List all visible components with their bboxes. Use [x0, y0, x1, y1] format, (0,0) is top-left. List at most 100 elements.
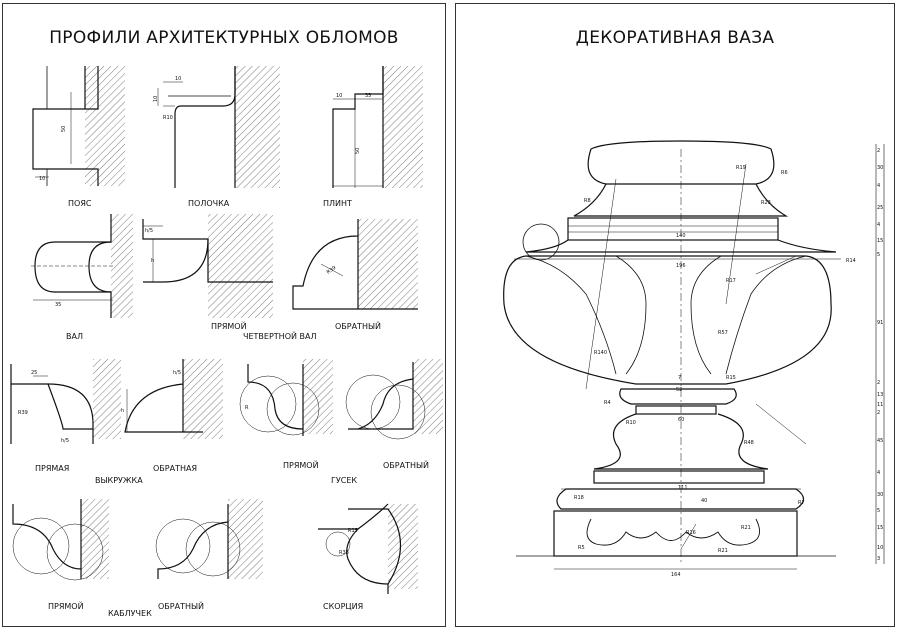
- svg-text:50: 50: [355, 148, 361, 154]
- svg-text:R23: R23: [761, 200, 771, 206]
- svg-text:30: 30: [877, 492, 883, 498]
- svg-text:R15: R15: [348, 528, 358, 534]
- ogee-direct-profile: [12, 499, 109, 581]
- svg-text:4: 4: [877, 183, 880, 189]
- svg-text:10: 10: [153, 96, 159, 102]
- svg-text:4: 4: [877, 222, 880, 228]
- scotia-profile: [318, 503, 418, 594]
- svg-text:R10: R10: [163, 115, 173, 121]
- svg-text:15: 15: [877, 525, 883, 531]
- svg-text:50: 50: [61, 126, 67, 132]
- svg-text:45: 45: [877, 438, 883, 444]
- svg-text:R5: R5: [578, 545, 585, 551]
- side-dimensions: 2 30 4 25 4 15 5 91 2 13 11 2 45 4 30 5 …: [877, 148, 883, 562]
- svg-text:h/5: h/5: [145, 228, 153, 234]
- label-cyma-group: ГУСЕК: [331, 476, 358, 485]
- label-cavetto-group: ВЫКРУЖКА: [95, 476, 143, 485]
- svg-text:10: 10: [175, 76, 181, 82]
- svg-text:h: h: [151, 258, 154, 264]
- svg-text:4: 4: [877, 470, 880, 476]
- svg-text:140: 140: [676, 233, 686, 239]
- svg-text:2: 2: [877, 148, 880, 154]
- svg-text:R39: R39: [326, 265, 338, 276]
- cavetto-reverse-profile: [124, 359, 223, 439]
- svg-text:R: R: [245, 405, 249, 411]
- svg-text:30: 30: [877, 165, 883, 171]
- svg-text:5: 5: [877, 252, 880, 258]
- torus-profile: [31, 214, 133, 318]
- svg-text:R18: R18: [574, 495, 584, 501]
- moldings-drawing: 50 10 10 10 R10 10 35 50 35 h h/5 R39 25…: [10, 66, 443, 594]
- svg-text:35: 35: [55, 302, 61, 308]
- svg-text:R57: R57: [718, 330, 728, 336]
- svg-text:R7: R7: [798, 500, 805, 506]
- svg-text:R16: R16: [686, 530, 696, 536]
- svg-text:2: 2: [877, 410, 880, 416]
- label-scotia: СКОРЦИЯ: [323, 602, 364, 611]
- label-ogee-reverse: ОБРАТНЫЙ: [158, 602, 205, 611]
- svg-text:15: 15: [877, 238, 883, 244]
- label-cavetto-reverse: ОБРАТНАЯ: [153, 464, 198, 473]
- label-shelf: ПОЛОЧКА: [188, 199, 230, 208]
- plinth-profile: [332, 66, 423, 188]
- svg-text:10: 10: [877, 545, 883, 551]
- right-sheet-title: ДЕКОРАТИВНАЯ ВАЗА: [575, 28, 775, 48]
- svg-text:13: 13: [877, 392, 883, 398]
- label-quarter-round-reverse: ОБРАТНЫЙ: [335, 322, 382, 331]
- svg-text:R21: R21: [718, 548, 728, 554]
- svg-text:h/5: h/5: [173, 370, 181, 376]
- svg-text:R17: R17: [726, 278, 736, 284]
- label-cyma-direct: ПРЯМОЙ: [283, 461, 319, 470]
- vase-drawing: 140 196 52 60 111 40 164 7 R19 R6 R23 R8…: [503, 140, 885, 578]
- svg-text:10: 10: [39, 176, 45, 182]
- svg-text:R6: R6: [781, 170, 788, 176]
- svg-text:h/5: h/5: [61, 438, 69, 444]
- label-cyma-reverse: ОБРАТНЫЙ: [383, 461, 430, 470]
- shelf-profile: [157, 66, 280, 188]
- svg-text:35: 35: [365, 93, 371, 99]
- svg-text:R39: R39: [18, 410, 28, 416]
- label-ogee-group: КАБЛУЧЕК: [108, 609, 152, 618]
- svg-text:25: 25: [877, 205, 883, 211]
- svg-text:10: 10: [336, 93, 342, 99]
- label-ogee-direct: ПРЯМОЙ: [48, 602, 84, 611]
- left-sheet: ПРОФИЛИ АРХИТЕКТУРНЫХ ОБЛОМОВ: [2, 3, 446, 627]
- ogee-reverse-profile: [155, 499, 263, 579]
- label-plinth: ПЛИНТ: [323, 199, 352, 208]
- svg-text:52: 52: [676, 387, 682, 393]
- svg-text:196: 196: [676, 263, 686, 269]
- vase-lip: [587, 140, 775, 185]
- quarter-round-direct-profile: [142, 214, 273, 318]
- label-quarter-round-direct: ПРЯМОЙ: [211, 322, 247, 331]
- label-cavetto-direct: ПРЯМАЯ: [35, 464, 70, 473]
- svg-text:R38: R38: [339, 550, 349, 556]
- svg-text:R48: R48: [744, 440, 754, 446]
- svg-text:60: 60: [678, 417, 684, 423]
- svg-text:111: 111: [678, 485, 688, 491]
- left-sheet-title: ПРОФИЛИ АРХИТЕКТУРНЫХ ОБЛОМОВ: [49, 28, 399, 48]
- svg-text:3: 3: [877, 556, 880, 562]
- svg-text:R15: R15: [726, 375, 736, 381]
- svg-text:R10: R10: [626, 420, 636, 426]
- svg-text:25: 25: [31, 370, 37, 376]
- svg-text:h: h: [121, 408, 124, 414]
- svg-text:R8: R8: [584, 198, 591, 204]
- svg-text:R140: R140: [594, 350, 607, 356]
- svg-text:R4: R4: [604, 400, 611, 406]
- cavetto-direct-profile: [10, 359, 121, 444]
- svg-text:7: 7: [678, 375, 681, 381]
- svg-text:R14: R14: [846, 258, 856, 264]
- label-belt: ПОЯС: [68, 199, 92, 208]
- belt-profile: [32, 66, 125, 186]
- quarter-round-reverse-profile: [292, 219, 418, 310]
- svg-text:40: 40: [701, 498, 707, 504]
- cyma-reverse-profile: [345, 359, 443, 440]
- svg-text:R21: R21: [741, 525, 751, 531]
- label-quarter-round-group: ЧЕТВЕРТНОЙ ВАЛ: [243, 332, 317, 341]
- vase-foot: [556, 488, 805, 510]
- svg-text:R19: R19: [736, 165, 746, 171]
- cyma-direct-profile: [239, 359, 333, 436]
- right-sheet: ДЕКОРАТИВНАЯ ВАЗА: [455, 3, 895, 627]
- svg-text:91: 91: [877, 320, 883, 326]
- vase-bowl: [503, 255, 832, 385]
